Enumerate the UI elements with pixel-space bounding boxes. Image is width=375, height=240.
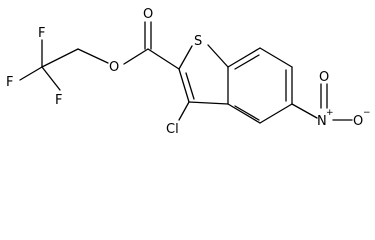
nitro-n-charge: + bbox=[326, 108, 334, 118]
atom-sulfur: S bbox=[194, 34, 202, 49]
bond-c2-c3-inner bbox=[185, 72, 195, 100]
bond-c2-c3 bbox=[178, 68, 190, 103]
atom-nitro-o-top: O bbox=[319, 70, 329, 85]
bond-ch2-o bbox=[77, 48, 109, 64]
bond-o-carbonyl-c bbox=[123, 48, 149, 65]
bond-c-f-left bbox=[19, 66, 43, 81]
structure-canvas: F F F O O S Cl N + O O − bbox=[6, 7, 371, 137]
bond-c2-s bbox=[178, 45, 193, 70]
bond-c3a-c4-inner bbox=[234, 105, 260, 121]
bond-carbonyl-c2 bbox=[147, 48, 180, 70]
atom-chlorine: Cl bbox=[166, 122, 179, 137]
bond-c3a-c4 bbox=[227, 103, 261, 124]
bond-c3-cl bbox=[178, 101, 190, 121]
atom-f-left: F bbox=[6, 75, 13, 90]
nitro-o-charge: − bbox=[363, 108, 371, 118]
bond-c4-c5 bbox=[259, 103, 293, 124]
bond-c6-c7 bbox=[259, 47, 293, 68]
atom-nitro-o-right: O bbox=[353, 114, 363, 129]
bond-s-c7a bbox=[207, 44, 229, 68]
bond-cf3-ch2 bbox=[41, 48, 79, 68]
bond-c6-n bbox=[291, 103, 318, 119]
bonds bbox=[19, 21, 353, 124]
atom-f-top: F bbox=[38, 26, 45, 41]
bond-c-f-bottom bbox=[41, 66, 61, 91]
atom-o-carbonyl: O bbox=[143, 7, 153, 22]
atom-nitro-n: N bbox=[317, 114, 327, 129]
atom-labels: F F F O O S Cl N + O O − bbox=[6, 7, 371, 137]
atom-o-ester: O bbox=[109, 60, 119, 75]
bond-c3-c3a bbox=[188, 101, 229, 105]
bond-c7-c7a-inner bbox=[234, 54, 260, 70]
bond-c7-c7a bbox=[227, 47, 261, 68]
atom-f-bottom: F bbox=[55, 93, 62, 108]
